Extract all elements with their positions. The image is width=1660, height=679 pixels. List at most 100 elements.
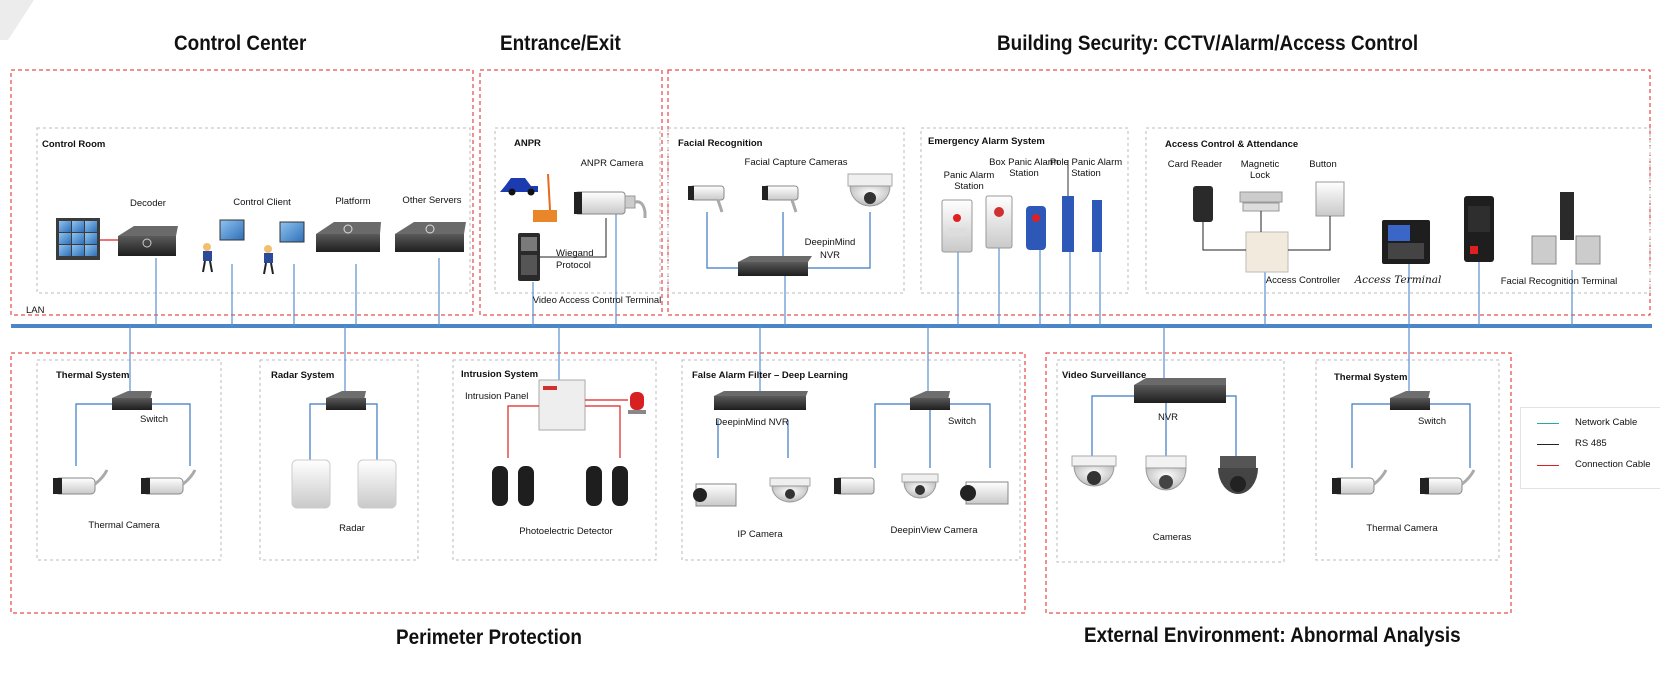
building-security-box <box>667 69 1651 316</box>
false-alarm-switch-label: Switch <box>948 416 976 427</box>
platform-server <box>316 222 381 252</box>
switch-thermal-right <box>1390 391 1430 410</box>
thermal-camera-1 <box>53 469 109 495</box>
title-external-environment: External Environment: Abnormal Analysis <box>1084 624 1461 647</box>
ptz-dome-camera-1 <box>1071 455 1117 487</box>
deepinview-dome-camera <box>901 473 939 499</box>
wiegand-label-1: Wiegand <box>556 248 594 259</box>
platform-label: Platform <box>335 196 371 207</box>
other-servers-label: Other Servers <box>402 195 462 206</box>
facial-cameras-label: Facial Capture Cameras <box>744 157 848 168</box>
ptz-speed-dome-camera <box>1218 456 1258 494</box>
radar-device-2 <box>357 459 397 509</box>
wiegand-label-2: Protocol <box>556 260 591 271</box>
facial-box <box>667 127 905 294</box>
video-access-terminal <box>518 233 540 281</box>
external-environment-box <box>1045 352 1512 614</box>
magnetic-lock-label: Magnetic Lock <box>1240 159 1280 181</box>
legend-label-connection: Connection Cable <box>1575 459 1651 470</box>
legend-item-connection: Connection Cable <box>1537 459 1657 473</box>
photoelectric-detector-right <box>586 466 628 506</box>
radar-box <box>259 359 419 561</box>
control-client-label: Control Client <box>233 197 291 208</box>
title-entrance-exit: Entrance/Exit <box>500 32 621 55</box>
card-reader <box>1193 186 1213 222</box>
vs-nvr-label: NVR <box>1157 412 1179 423</box>
video-wall <box>56 218 100 260</box>
nvr-video-surveillance <box>1134 378 1226 403</box>
ip-camera-label: IP Camera <box>737 529 783 540</box>
control-client-2 <box>263 221 305 275</box>
panic-station-label: Panic Alarm Station <box>943 170 995 192</box>
radar-device-1 <box>291 459 331 509</box>
thermal-camera-2 <box>141 469 197 495</box>
corner-decoration <box>0 0 34 40</box>
thermal-right-box <box>1315 359 1500 561</box>
access-title: Access Control & Attendance <box>1165 139 1299 150</box>
deepinmind-nvr <box>714 391 808 410</box>
access-controller <box>1245 231 1289 273</box>
control-center-box <box>10 69 474 316</box>
video-access-terminal-label: Video Access Control Terminal <box>532 295 662 306</box>
intrusion-panel <box>538 379 586 431</box>
emergency-box <box>920 127 1129 294</box>
lan-drops-bottom <box>129 326 1410 392</box>
emergency-title: Emergency Alarm System <box>928 136 1045 147</box>
title-perimeter-protection: Perimeter Protection <box>396 626 582 649</box>
switch-thermal-left <box>112 391 152 410</box>
facial-title: Facial Recognition <box>678 138 763 149</box>
other-servers <box>395 222 466 252</box>
deepinview-bullet-camera <box>834 477 875 495</box>
ip-box-camera <box>693 483 737 507</box>
thermal-right-title: Thermal System <box>1334 372 1408 383</box>
lan-drops-top <box>155 210 1573 326</box>
false-alarm-title: False Alarm Filter – Deep Learning <box>692 370 848 381</box>
legend-label-network: Network Cable <box>1575 417 1638 428</box>
access-box <box>1145 127 1651 294</box>
legend-swatch-network <box>1537 423 1559 424</box>
wiegand-line <box>540 218 607 258</box>
thermal-left-camera-label: Thermal Camera <box>88 520 160 531</box>
facial-camera-2 <box>762 185 799 213</box>
card-reader-label: Card Reader <box>1167 159 1223 170</box>
thermal-right-switch-label: Switch <box>1418 416 1446 427</box>
intrusion-title: Intrusion System <box>461 369 539 380</box>
anpr-box <box>494 127 661 294</box>
facial-terminal-label: Facial Recognition Terminal <box>1500 276 1618 287</box>
perimeter-protection-box <box>10 352 1026 614</box>
control-room-box <box>36 127 471 294</box>
false-alarm-nvr-label: DeepinMind NVR <box>715 417 789 428</box>
thermal-left-switch-label: Switch <box>140 414 168 425</box>
deepinview-box-camera <box>960 481 1009 505</box>
thermal-left-box <box>36 359 222 561</box>
anpr-title: ANPR <box>514 138 541 149</box>
legend-item-network: Network Cable <box>1537 417 1657 431</box>
thermal-camera-3 <box>1332 469 1388 495</box>
deepinmind-nvr-label-1: DeepinMind <box>804 237 856 248</box>
access-terminal <box>1382 220 1430 264</box>
photoelectric-label: Photoelectric Detector <box>519 526 613 537</box>
control-client-1 <box>202 219 245 273</box>
button-label: Button <box>1309 159 1337 170</box>
legend-item-rs485: RS 485 <box>1537 438 1657 452</box>
control-room-title: Control Room <box>42 139 106 150</box>
ptz-dome-camera-2 <box>1145 455 1187 491</box>
decoder-label: Decoder <box>130 198 166 209</box>
legend-swatch-rs485 <box>1537 444 1559 445</box>
lan-label: LAN <box>26 305 45 316</box>
decoder-device <box>118 226 178 256</box>
facial-dome-camera <box>847 173 893 207</box>
false-alarm-box <box>681 359 1021 561</box>
thermal-right-camera-label: Thermal Camera <box>1366 523 1438 534</box>
intrusion-panel-label: Intrusion Panel <box>465 391 529 402</box>
deepinmind-nvr-label-2: NVR <box>819 250 841 261</box>
siren <box>628 392 646 414</box>
magnetic-lock <box>1239 191 1283 212</box>
intrusion-box <box>452 359 657 561</box>
legend-label-rs485: RS 485 <box>1575 438 1607 449</box>
photoelectric-detector-left <box>492 466 534 506</box>
car <box>500 178 538 196</box>
panic-alarm-station <box>941 199 973 253</box>
